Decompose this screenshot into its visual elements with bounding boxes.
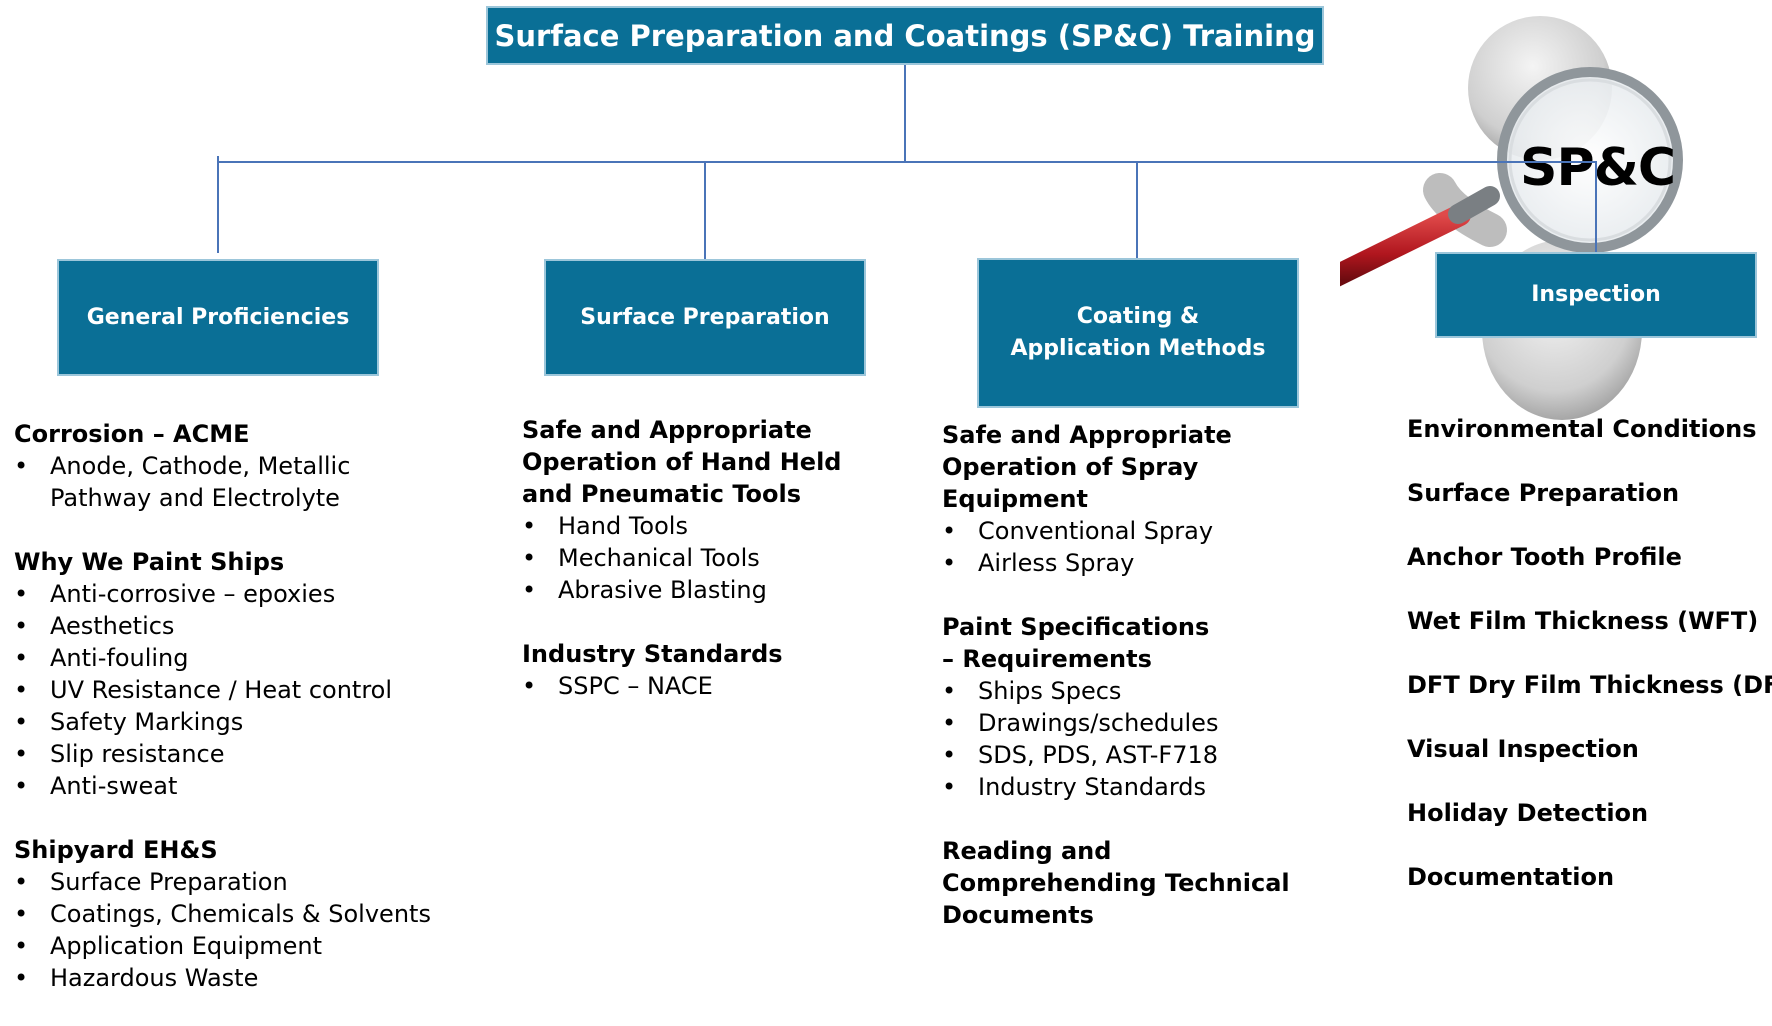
category-label: Surface Preparation (580, 304, 830, 330)
list-item: Surface Preparation (14, 866, 454, 898)
connector-surface-prep (704, 161, 706, 259)
magnifier-figure-icon (1340, 16, 1683, 420)
list-item: Hazardous Waste (14, 962, 454, 994)
coating-application-list: Safe and Appropriate Operation of Spray … (942, 419, 1362, 931)
section-heading: Why We Paint Ships (14, 548, 285, 576)
list-item: Anti-fouling (14, 642, 454, 674)
category-coating-application: Coating & Application Methods (977, 258, 1299, 408)
section-heading: Industry Standards (522, 640, 783, 668)
section-heading: Safe and Appropriate Operation of Spray … (942, 421, 1232, 513)
title-connector (904, 65, 906, 162)
connector-coating (1136, 161, 1138, 258)
section-heading: Corrosion – ACME (14, 420, 250, 448)
section-heading: Safe and Appropriate Operation of Hand H… (522, 416, 842, 508)
list-item: UV Resistance / Heat control (14, 674, 454, 706)
list-item: Airless Spray (942, 547, 1362, 579)
inspection-item: Visual Inspection (1407, 735, 1639, 763)
list-item: Anti-corrosive – epoxies (14, 578, 454, 610)
main-title-box: Surface Preparation and Coatings (SP&C) … (486, 6, 1324, 65)
inspection-item: Wet Film Thickness (WFT) (1407, 607, 1759, 635)
list-item: SSPC – NACE (522, 670, 962, 702)
main-title: Surface Preparation and Coatings (SP&C) … (494, 18, 1316, 53)
list-item: Slip resistance (14, 738, 454, 770)
category-surface-preparation: Surface Preparation (544, 259, 866, 376)
inspection-item: Anchor Tooth Profile (1407, 543, 1682, 571)
list-item: Conventional Spray (942, 515, 1362, 547)
category-label: Inspection (1531, 282, 1661, 307)
section-heading: Paint Specifications – Requirements (942, 613, 1210, 673)
list-item: Application Equipment (14, 930, 454, 962)
list-item: Industry Standards (942, 771, 1362, 803)
list-item: Mechanical Tools (522, 542, 962, 574)
spc-badge-text: SP&C (1520, 138, 1676, 198)
list-item: Abrasive Blasting (522, 574, 962, 606)
category-general-proficiencies: General Proficiencies (57, 259, 379, 376)
inspection-item: Holiday Detection (1407, 799, 1649, 827)
general-proficiencies-list: Corrosion – ACME Anode, Cathode, Metalli… (14, 418, 454, 1026)
horizontal-connector (217, 161, 1597, 163)
list-item: Coatings, Chemicals & Solvents (14, 898, 454, 930)
list-item: SDS, PDS, AST-F718 (942, 739, 1362, 771)
surface-preparation-list: Safe and Appropriate Operation of Hand H… (522, 414, 962, 734)
category-label: Coating & Application Methods (1010, 304, 1266, 361)
list-item: Aesthetics (14, 610, 454, 642)
inspection-item: Documentation (1407, 863, 1615, 891)
list-item: Anti-sweat (14, 770, 454, 802)
list-item: Safety Markings (14, 706, 454, 738)
inspection-item: Environmental Conditions (1407, 415, 1757, 443)
inspection-list: Environmental Conditions Surface Prepara… (1407, 413, 1772, 925)
category-inspection: Inspection (1435, 252, 1757, 338)
inspection-item: DFT Dry Film Thickness (DFT) (1407, 671, 1772, 699)
list-item: Hand Tools (522, 510, 962, 542)
category-label: General Proficiencies (86, 304, 350, 330)
list-item: Anode, Cathode, Metallic Pathway and Ele… (14, 450, 380, 514)
inspection-item: Surface Preparation (1407, 479, 1680, 507)
connector-inspection (1595, 161, 1597, 252)
section-heading: Reading and Comprehending Technical Docu… (942, 837, 1290, 929)
connector-general (217, 156, 219, 253)
list-item: Ships Specs (942, 675, 1362, 707)
list-item: Drawings/schedules (942, 707, 1362, 739)
section-heading: Shipyard EH&S (14, 836, 218, 864)
